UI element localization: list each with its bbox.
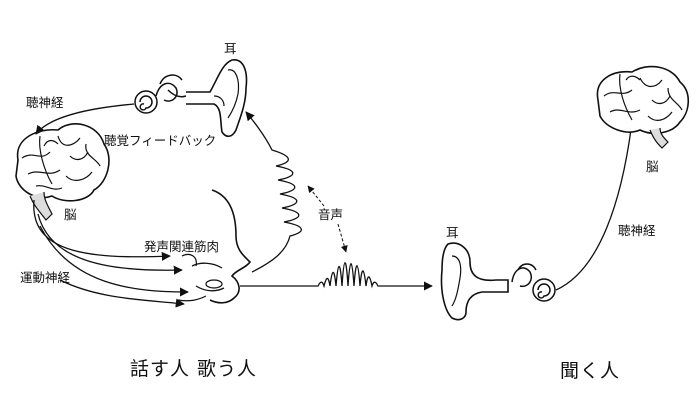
motor-nerve-path-mid [37,213,183,275]
auditory-feedback-label: 聴覚フィードバック [104,133,217,148]
listener-cochlea-illustration [511,263,556,302]
auditory-nerve-label-speaker: 聴神経 [26,95,64,110]
auditory-nerve-label-listener: 聴神経 [618,223,656,238]
speaker-auditory-nerve-path [35,103,135,135]
caption-listener: 聞く人 [560,360,621,382]
brain-label-listener: 脳 [646,159,659,174]
brain-label-speaker: 脳 [64,207,77,222]
listener-auditory-nerve-path [555,121,636,291]
speaker-brain-illustration [15,123,110,221]
motor-nerve-label: 運動神経 [20,270,71,285]
vocal-muscles-label: 発声関連筋肉 [144,239,220,254]
motor-nerve-path-inner [39,225,189,297]
feedback-wave [245,111,302,273]
speaker-ear-illustration [186,59,248,138]
listener-brain-illustration [596,65,690,149]
sound-wave-horizontal [240,262,433,291]
ear-label-listener: 耳 [446,225,459,240]
caption-speaker: 話す人 歌う人 [130,358,258,380]
motor-nerve-path-bottom [59,279,185,308]
ear-label-speaker: 耳 [224,41,237,56]
sound-label: 音声 [318,207,344,222]
sound-label-arrow-up [307,185,325,207]
sound-label-arrow-down [337,223,348,253]
listener-ear-illustration [440,242,509,321]
speaker-cochlea-illustration [134,74,187,114]
motor-nerve-path-outer [33,199,171,261]
